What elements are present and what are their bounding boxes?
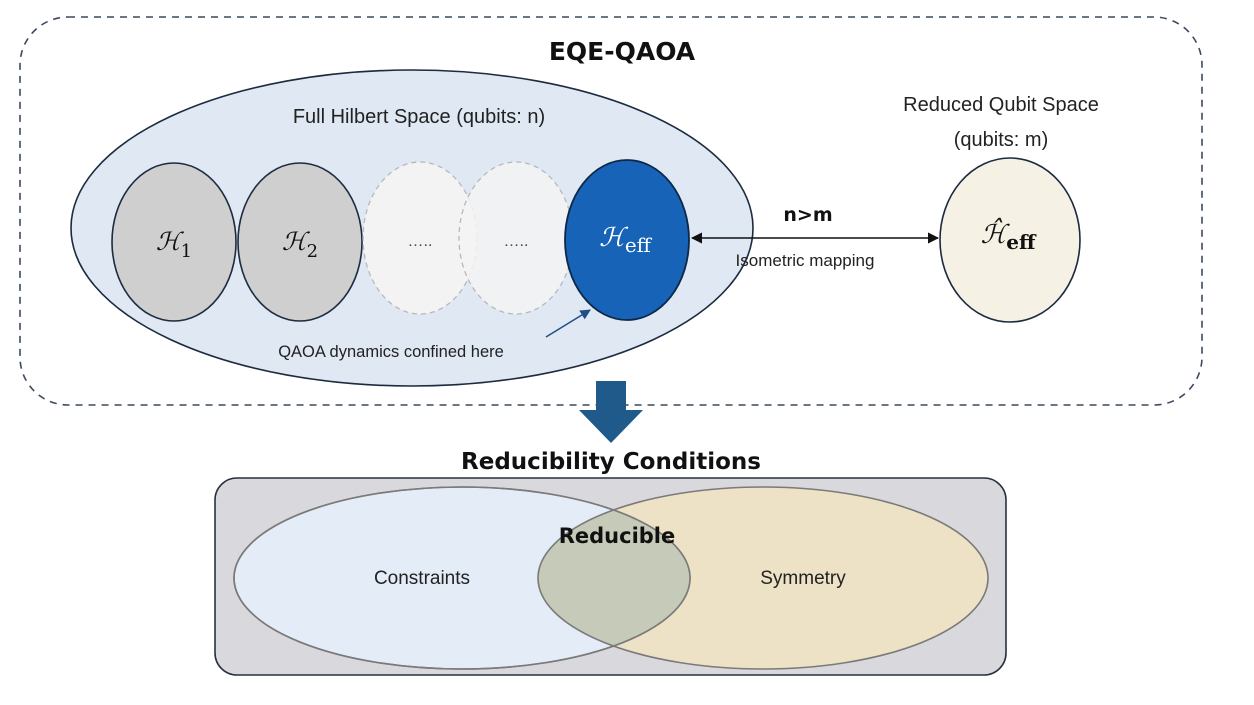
reduced-subspace	[939, 157, 1081, 323]
constraints-outline	[233, 486, 691, 670]
diagram-title: EQE-QAOA	[549, 37, 696, 66]
subspace-h1-label: ℋ1	[156, 227, 192, 262]
subspace-h2	[237, 162, 363, 322]
reduced-space-label-line2: (qubits: m)	[954, 129, 1048, 151]
effective-subspace	[564, 159, 690, 321]
constraints-label: Constraints	[374, 568, 470, 589]
reduced-subspace-label: ℋ̂eff	[981, 217, 1037, 254]
isometric-mapping-label: Isometric mapping	[736, 251, 875, 270]
subspace-h1	[111, 162, 237, 322]
reduced-space-label-line1: Reduced Qubit Space	[903, 94, 1099, 116]
annotation-arrow	[545, 309, 591, 338]
placeholder-1-dots: …..	[408, 233, 433, 250]
qaoa-dynamics-annotation: QAOA dynamics confined here	[278, 343, 504, 361]
reducible-label: Reducible	[559, 524, 676, 548]
full-hilbert-space-label: Full Hilbert Space (qubits: n)	[293, 106, 545, 128]
down-arrow	[579, 381, 643, 443]
conditions-title: Reducibility Conditions	[461, 449, 761, 475]
placeholder-2-dots: …..	[504, 233, 529, 250]
qubit-relation-label: n>m	[783, 204, 832, 226]
effective-subspace-label: ℋeff	[599, 223, 653, 257]
subspace-h2-label: ℋ2	[282, 227, 318, 262]
symmetry-label: Symmetry	[760, 568, 846, 589]
reducible-overlap	[537, 487, 690, 669]
